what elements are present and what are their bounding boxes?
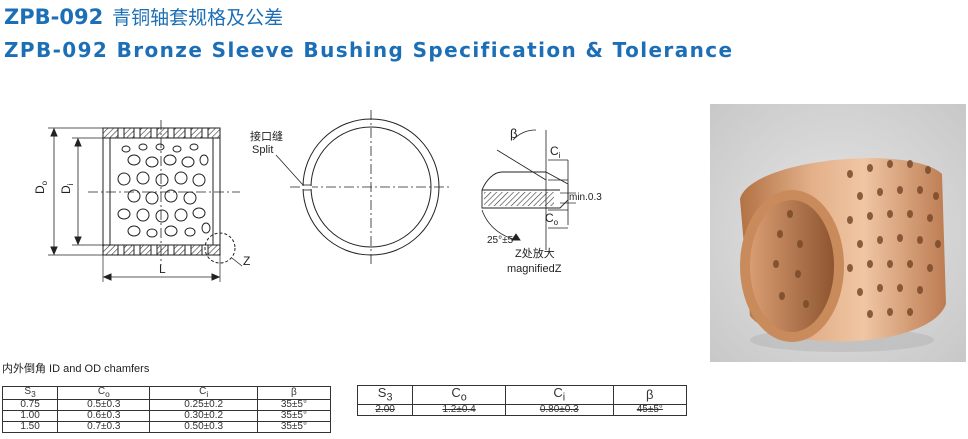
header-ci: Ci bbox=[149, 386, 258, 400]
cell-s3: 0.75 bbox=[1, 399, 59, 411]
product-photo bbox=[710, 104, 966, 362]
title-en: ZPB-092 Bronze Sleeve Bushing Specificat… bbox=[4, 38, 734, 62]
magnified-cn-label: Z处放大 bbox=[515, 246, 555, 260]
magnified-en-label: magnifiedZ bbox=[507, 263, 562, 275]
cell-beta: 35±5° bbox=[256, 421, 332, 433]
chamfer-caption: 内外倒角 ID and OD chamfers bbox=[2, 363, 150, 375]
cell-beta: 35±5° bbox=[256, 399, 332, 411]
cell-s3: 2.00 bbox=[356, 404, 414, 416]
table-row: 1.00 0.6±0.3 0.30±0.2 35±5° bbox=[1, 410, 332, 422]
header-beta: β bbox=[256, 386, 332, 400]
cell-co: 1.2±0.4 bbox=[412, 404, 506, 416]
table-row: 1.50 0.7±0.3 0.50±0.3 35±5° bbox=[1, 421, 332, 433]
chamfer-table-1: S3 Co Ci β 0.75 0.5±0.3 0.25±0.2 35±5° 1… bbox=[1, 386, 332, 433]
cell-ci: 0.30±0.2 bbox=[149, 410, 258, 422]
header-s3: S3 bbox=[1, 386, 59, 400]
split-cn-label: 接口缝 bbox=[250, 129, 283, 143]
title-cn-text: 青铜轴套规格及公差 bbox=[112, 7, 284, 29]
cell-s3: 1.50 bbox=[1, 421, 59, 433]
l-label: L bbox=[159, 262, 166, 276]
do-label: Do bbox=[33, 180, 49, 194]
angle-label: 25°±5° bbox=[487, 235, 517, 246]
min-label: min.0.3 bbox=[569, 192, 602, 203]
di-label: Di bbox=[59, 183, 75, 194]
technical-drawing: Do Di L Z 接口缝 Split bbox=[33, 110, 602, 282]
z-label: Z bbox=[243, 254, 250, 268]
cell-ci: 0.25±0.2 bbox=[149, 399, 258, 411]
cell-beta: 45±5° bbox=[612, 404, 688, 416]
chamfer-table-2: S3 Co Ci β 2.00 1.2±0.4 0.80±0.3 45±5° bbox=[356, 385, 688, 416]
cell-ci: 0.50±0.3 bbox=[149, 421, 258, 433]
table-header-row: S3 Co Ci β bbox=[1, 386, 332, 400]
cell-ci: 0.80±0.3 bbox=[504, 404, 614, 416]
split-en-label: Split bbox=[252, 144, 273, 156]
header-beta: β bbox=[612, 385, 688, 405]
front-ring-view bbox=[275, 110, 452, 265]
table-row: 2.00 1.2±0.4 0.80±0.3 45±5° bbox=[356, 404, 688, 416]
co-label: Co bbox=[545, 211, 559, 227]
cell-beta: 35±5° bbox=[256, 410, 332, 422]
cell-co: 0.7±0.3 bbox=[57, 421, 151, 433]
beta-label: β bbox=[510, 126, 517, 141]
title-cn: ZPB-092 青铜轴套规格及公差 bbox=[4, 4, 283, 31]
cell-co: 0.6±0.3 bbox=[57, 410, 151, 422]
ci-label: Ci bbox=[550, 144, 561, 160]
table-header-row: S3 Co Ci β bbox=[356, 385, 688, 405]
model-code: ZPB-092 bbox=[4, 5, 104, 29]
cell-s3: 1.00 bbox=[1, 410, 59, 422]
detail-z-view bbox=[481, 129, 576, 250]
cell-co: 0.5±0.3 bbox=[57, 399, 151, 411]
header-co: Co bbox=[57, 386, 151, 400]
header-s3: S3 bbox=[356, 385, 414, 405]
table-row: 0.75 0.5±0.3 0.25±0.2 35±5° bbox=[1, 399, 332, 411]
header-ci: Ci bbox=[504, 385, 614, 405]
header-co: Co bbox=[412, 385, 506, 405]
side-section-view bbox=[48, 120, 243, 282]
